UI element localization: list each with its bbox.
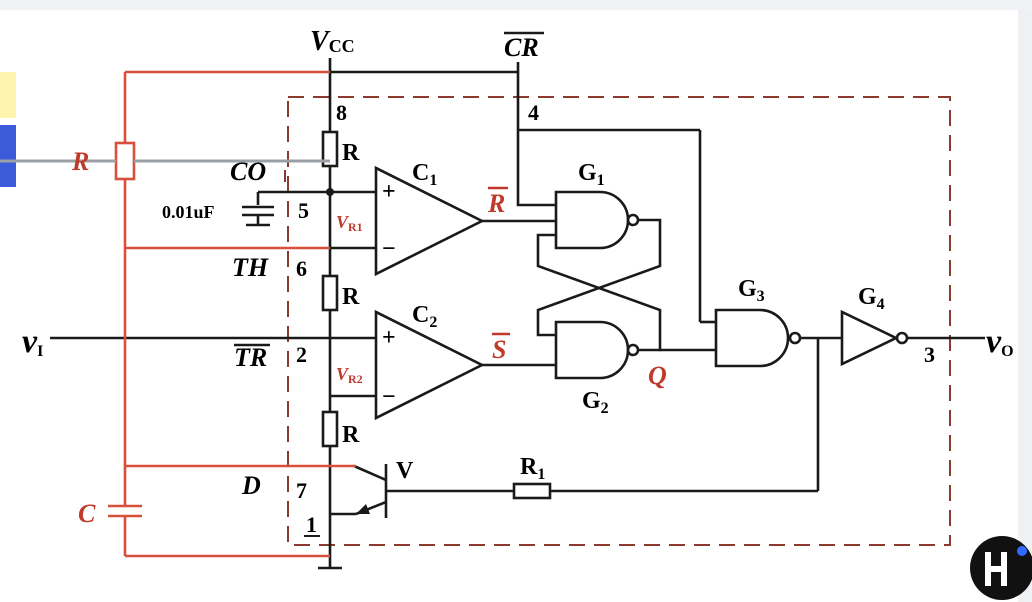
nand-gate-g2 [554,320,640,380]
tr-label: TR [234,343,267,372]
k-logo-icon[interactable] [970,536,1032,600]
comparator-c1 [330,165,485,277]
vi-label: vI [22,323,43,360]
cap-value-label: 0.01uF [162,202,215,222]
ic-boundary [287,96,951,546]
external-circuit [108,70,356,558]
c2-minus: − [382,384,396,410]
resistor-bottom [321,410,339,448]
r-bar-label: R [487,189,505,218]
c1-plus: + [382,179,396,205]
g2-label: G2 [582,388,609,417]
resistor-r1 [512,482,552,500]
pin-8-label: 8 [336,100,347,125]
c1-label: C1 [412,160,437,189]
c2-label: C2 [412,302,437,331]
c1-minus: − [382,236,396,262]
nand-gate-g1 [554,190,640,250]
comparator-c2 [374,309,485,421]
transistor-v [330,464,388,518]
vcc-rail [328,58,520,132]
pin-7-label: 7 [296,478,307,503]
vcc-label: VCC [310,26,355,57]
inverter-gate-g4 [840,309,909,367]
th-label: TH [232,253,269,282]
vr2-label: VR2 [336,364,363,386]
transistor-label: V [396,458,414,484]
vr1-label: VR1 [336,212,363,234]
external-r-label: R [71,147,89,176]
pin-2-label: 2 [296,342,307,367]
co-label: CO [230,157,266,186]
r1-label: R1 [520,454,545,483]
right-scrollbar[interactable] [1018,10,1032,602]
g3-label: G3 [738,276,765,305]
pin-4-label: 4 [528,100,539,125]
c2-plus: + [382,325,396,351]
pin-5-label: 5 [298,198,309,223]
d-label: D [241,471,261,500]
pin-6-label: 6 [296,256,307,281]
resistor-top-label: R [342,140,360,166]
nand-gate-g3 [714,308,802,368]
resistor-mid [321,274,339,312]
s-bar-label: S [492,335,506,364]
resistor-bottom-label: R [342,422,360,448]
g4-label: G4 [858,284,885,313]
side-tab-yellow[interactable] [0,72,16,118]
vo-label: vO [986,323,1014,360]
external-c-label: C [78,499,96,528]
g1-label: G1 [578,160,605,189]
resistor-mid-label: R [342,284,360,310]
capacitor-001uf [242,205,274,227]
side-tab-blue[interactable] [0,125,16,187]
pin-3-label: 3 [924,342,935,367]
q-label: Q [648,361,667,390]
top-bar [0,0,1032,10]
cr-label: CR [504,33,539,62]
pin-1-label: 1 [306,512,317,537]
